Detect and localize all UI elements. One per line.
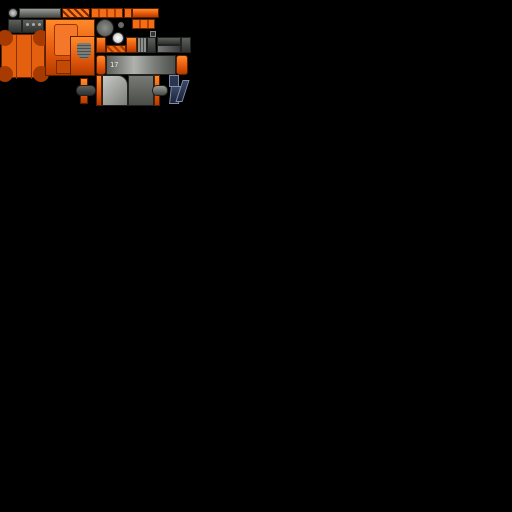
hazard-strip: [62, 8, 90, 18]
grey-connector: [152, 85, 168, 96]
numbered-metal-panel: 17: [106, 55, 176, 75]
panel-end-cap-left: [96, 55, 106, 75]
orange-side-panel: [126, 37, 137, 53]
orange-vent-strip-2: [124, 8, 132, 18]
riveted-panel-wide: [22, 19, 44, 33]
white-gauge-icon: [112, 32, 124, 44]
orange-grille: [132, 19, 155, 29]
round-bolt-icon: [8, 8, 18, 18]
grey-rail: [157, 37, 181, 45]
small-square-bolt-icon: [150, 31, 156, 37]
panel-number: 17: [110, 61, 119, 69]
round-dial-icon: [96, 19, 114, 37]
grey-bracket: [147, 37, 156, 53]
panel-end-cap-right: [176, 55, 188, 75]
shield-plate: [70, 36, 95, 76]
shield-icon: [77, 43, 91, 59]
curved-grey-plate: [102, 75, 128, 106]
grey-pipe: [76, 85, 96, 96]
dark-grey-plate: [128, 75, 154, 106]
grey-end-cap: [181, 37, 191, 53]
grey-rail-lower: [157, 45, 181, 53]
orange-trim-left: [96, 75, 102, 106]
orange-octagon-hatch: [0, 30, 49, 82]
orange-keypad-panel: [96, 37, 106, 53]
orange-vent-panel: [132, 8, 159, 18]
orange-hazard-panel: [106, 45, 126, 53]
orange-vent-strip: [91, 8, 123, 18]
metal-strip: [19, 8, 61, 18]
small-dot-icon: [118, 22, 124, 28]
grey-vent: [137, 37, 147, 53]
riveted-panel: [8, 19, 22, 33]
